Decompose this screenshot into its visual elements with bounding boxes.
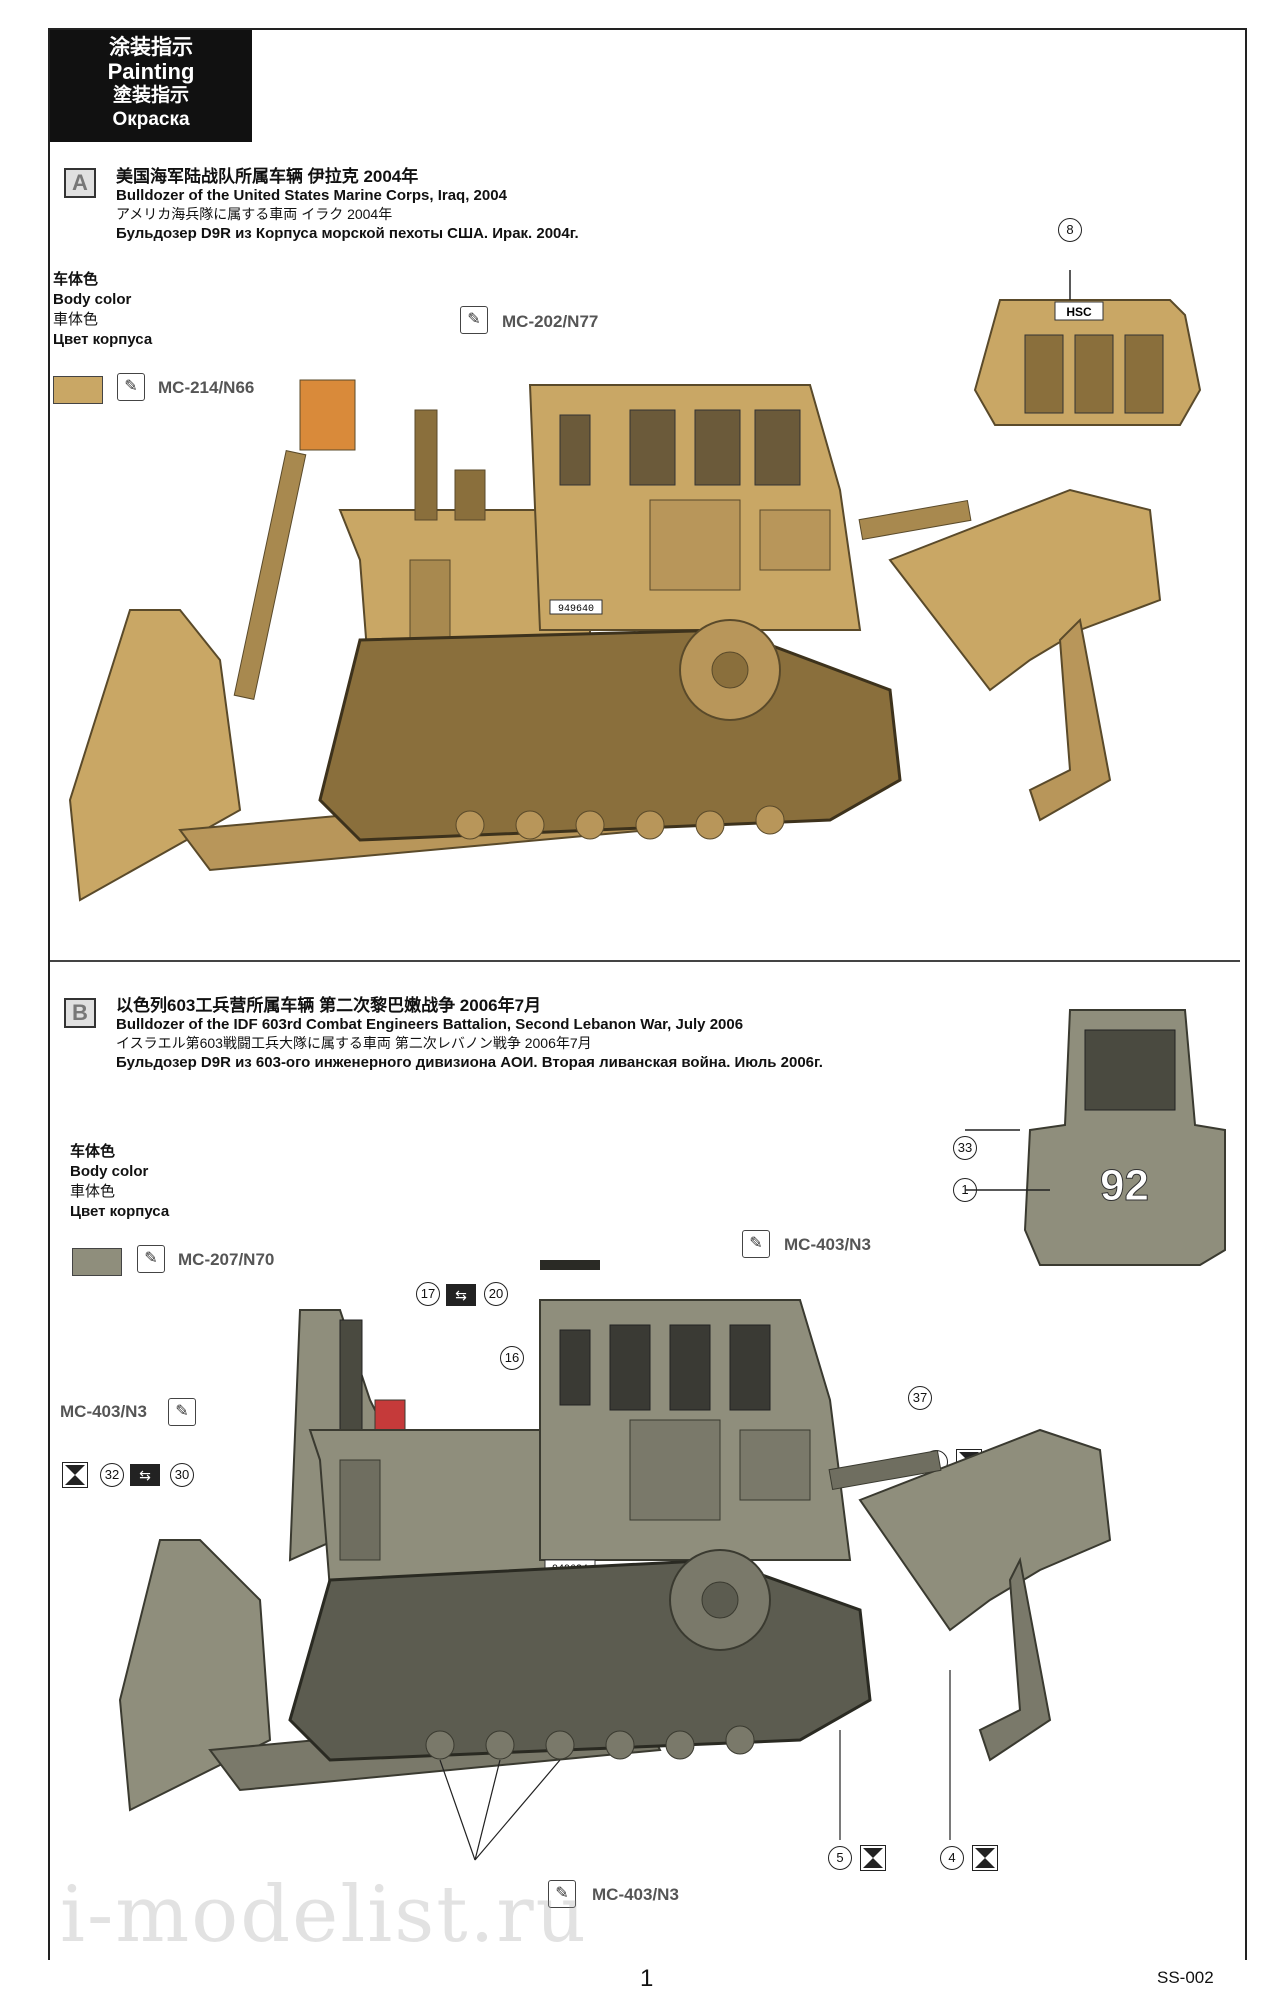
paint-brush-icon: ✎ xyxy=(168,1398,196,1426)
callout-8: 8 xyxy=(1058,218,1082,242)
page-frame xyxy=(48,28,1247,1960)
section-a-cab-paint: MC-202/N77 xyxy=(502,312,599,331)
decal-hourglass-icon xyxy=(972,1845,998,1871)
body-color-ru: Цвет корпуса xyxy=(70,1203,170,1220)
header-jp: 塗装指示 xyxy=(112,85,189,106)
decal-hourglass-icon xyxy=(62,1462,88,1488)
section-b-caption-jp: イスラエル第603戦闘工兵大隊に属する車両 第二次レバノン戦争 2006年7月 xyxy=(116,1035,592,1051)
body-color-cn: 车体色 xyxy=(53,271,99,288)
body-color-jp: 車体色 xyxy=(70,1183,116,1200)
callout-5: 5 xyxy=(828,1846,852,1870)
section-a-rear-view: HSC xyxy=(973,270,1202,426)
painting-header: 涂装指示 Painting 塗装指示 Окраска xyxy=(50,30,252,142)
callout-20: 20 xyxy=(484,1282,508,1306)
callout-30: 30 xyxy=(170,1463,194,1487)
section-a-caption-cn: 美国海军陆战队所属车辆 伊拉克 2004年 xyxy=(116,167,419,186)
section-b-bulldozer-side-view: 949634 xyxy=(118,1260,1112,1861)
section-b-caption-en: Bulldozer of the IDF 603rd Combat Engine… xyxy=(116,1016,744,1033)
section-b-letter: B xyxy=(64,998,96,1028)
section-a-body-color-label: 车体色 Body color 車体色 Цвет корпуса xyxy=(53,270,152,350)
callout-16: 16 xyxy=(500,1346,524,1370)
page-number: 1 xyxy=(640,1965,654,1992)
section-a-caption-en: Bulldozer of the United States Marine Co… xyxy=(116,187,507,204)
callout-17: 17 xyxy=(416,1282,440,1306)
hsc-plate-text: HSC xyxy=(1066,305,1092,319)
section-b-body-color-label: 车体色 Body color 車体色 Цвет корпуса xyxy=(70,1142,169,1222)
section-b-caption-cn: 以色列603工兵营所属车辆 第二次黎巴嫩战争 2006年7月 xyxy=(116,996,542,1015)
section-divider xyxy=(50,960,1240,962)
section-a-caption-ru: Бульдозер D9R из Корпуса морской пехоты … xyxy=(116,225,579,242)
section-b-caption: 以色列603工兵营所属车辆 第二次黎巴嫩战争 2006年7月 Bulldozer… xyxy=(116,996,823,1072)
number-92: 92 xyxy=(1100,1161,1149,1210)
paint-brush-icon: ✎ xyxy=(742,1230,770,1258)
body-color-en: Body color xyxy=(53,291,132,308)
header-en: Painting xyxy=(107,59,195,84)
body-color-cn: 车体色 xyxy=(70,1143,116,1160)
callout-37: 37 xyxy=(908,1386,932,1410)
decal-arrow-icon: ⇆ xyxy=(130,1464,160,1486)
body-color-ru: Цвет корпуса xyxy=(53,331,153,348)
section-a-letter: A xyxy=(64,168,96,198)
section-a-bulldozer-side-view: 949640 xyxy=(68,379,1162,902)
section-b-paint-403-left: MC-403/N3 xyxy=(60,1402,147,1421)
section-b-caption-ru: Бульдозер D9R из 603-ого инженерного див… xyxy=(116,1054,823,1071)
section-b-color-swatch xyxy=(72,1248,122,1276)
watermark: i-modelist.ru xyxy=(60,1870,588,1960)
section-a-caption: 美国海军陆战队所属车辆 伊拉克 2004年 Bulldozer of the U… xyxy=(116,167,579,243)
body-color-en: Body color xyxy=(70,1163,149,1180)
callout-4: 4 xyxy=(940,1846,964,1870)
paint-brush-icon: ✎ xyxy=(548,1880,576,1908)
paint-brush-icon: ✎ xyxy=(137,1245,165,1273)
section-a-serial: 949640 xyxy=(558,604,594,615)
header-cn: 涂装指示 xyxy=(109,36,193,59)
callout-32: 32 xyxy=(100,1463,124,1487)
paint-brush-icon: ✎ xyxy=(460,306,488,334)
section-a-caption-jp: アメリカ海兵隊に属する車両 イラク 2004年 xyxy=(116,206,393,222)
section-a-body-paint: MC-214/N66 xyxy=(158,378,255,397)
paint-brush-icon: ✎ xyxy=(117,373,145,401)
section-b-rear-view: 92 xyxy=(965,1009,1226,1266)
decal-arrow-icon: ⇆ xyxy=(446,1284,476,1306)
section-b-paint-403-bottom: MC-403/N3 xyxy=(592,1885,679,1904)
body-color-jp: 車体色 xyxy=(53,311,99,328)
callout-33: 33 xyxy=(953,1136,977,1160)
section-a-color-swatch xyxy=(53,376,103,404)
header-ru: Окраска xyxy=(112,109,190,130)
page-code: SS-002 xyxy=(1157,1968,1214,1987)
decal-hourglass-icon xyxy=(860,1845,886,1871)
section-b-body-paint: MC-207/N70 xyxy=(178,1250,275,1269)
section-b-paint-403-top: MC-403/N3 xyxy=(784,1235,871,1254)
